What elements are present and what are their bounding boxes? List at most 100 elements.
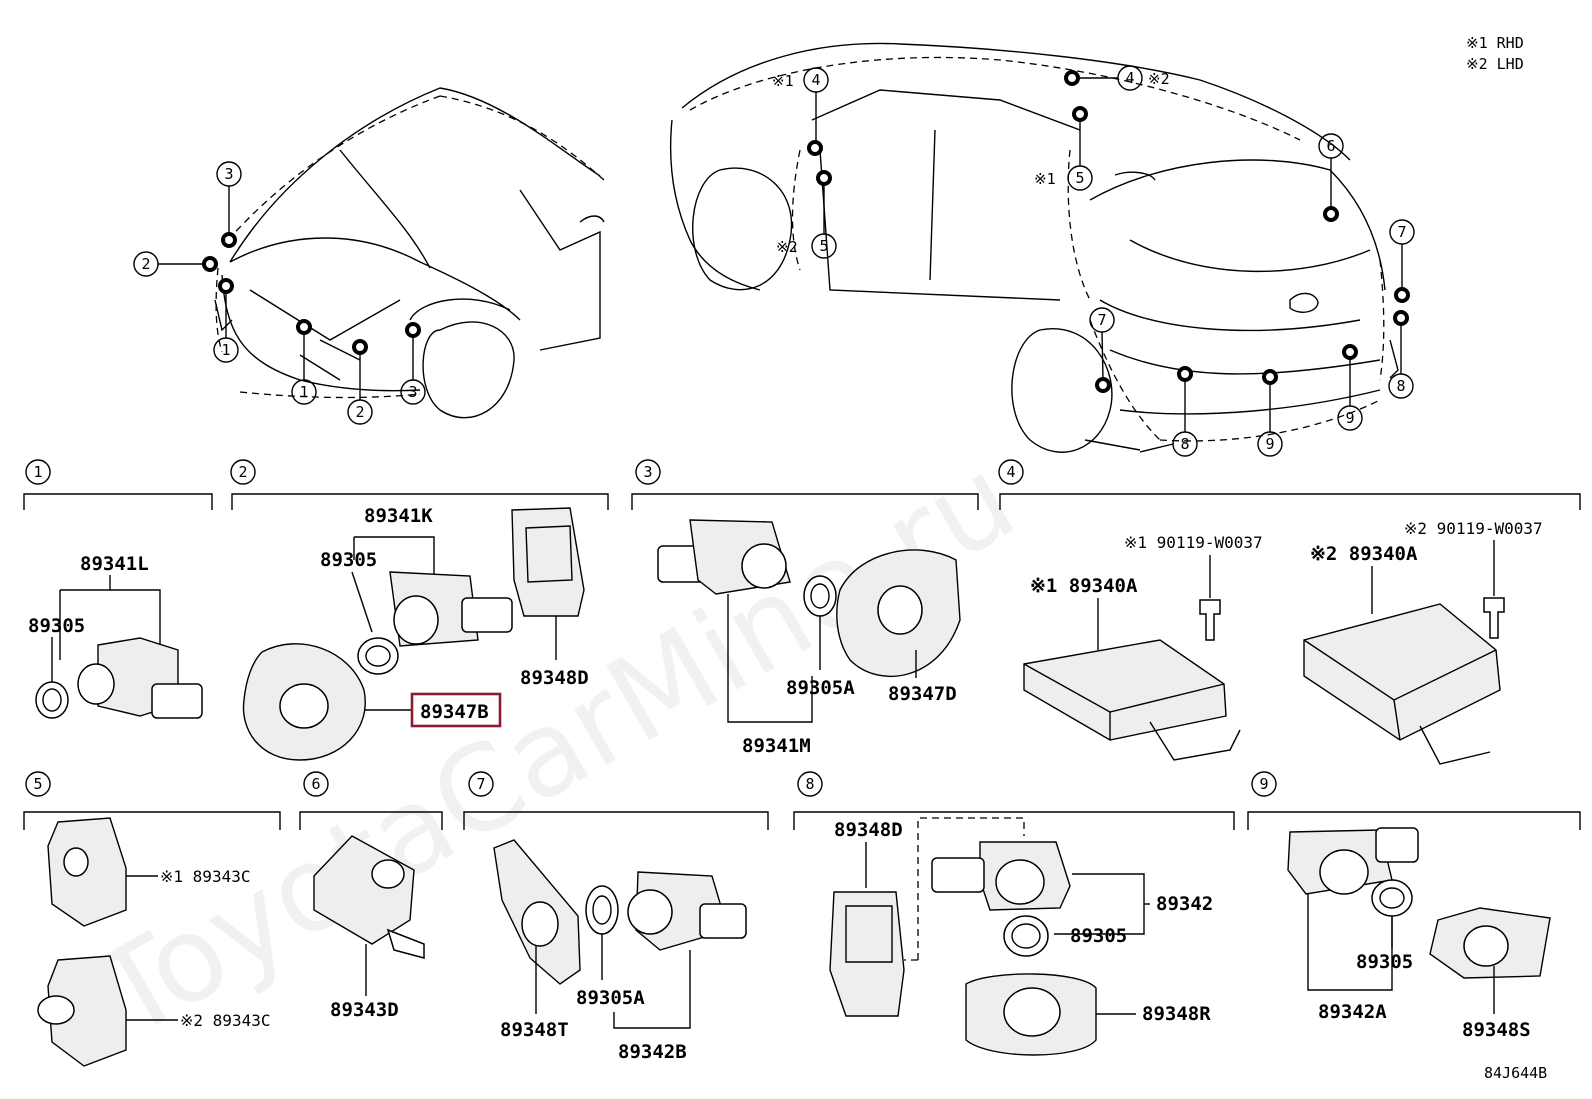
part-number[interactable]: 89305A <box>786 677 855 699</box>
part-number[interactable]: 89348S <box>1462 1019 1531 1041</box>
callout-number: 6 <box>1326 137 1335 155</box>
callout-circle <box>1257 431 1283 457</box>
callout-number: 7 <box>1397 223 1406 241</box>
rear-car-illustration <box>669 42 1399 453</box>
group-9: 9 89305 89342A 89348S <box>1247 771 1581 1041</box>
callout-circle <box>400 379 426 405</box>
part-number[interactable]: 89305 <box>28 615 85 637</box>
callout-number: 8 <box>1396 377 1405 395</box>
bolt <box>1483 597 1505 639</box>
sensor-point <box>807 140 823 156</box>
group-2: 2 89341K 89305 89348D 89347B <box>230 459 609 761</box>
part-number[interactable]: 89348D <box>520 667 589 689</box>
sensor-point <box>221 232 237 248</box>
group-3: 3 89305A 89347D 89341M <box>631 459 979 757</box>
lhd-mark: ※2 <box>776 238 798 256</box>
sensor-body <box>47 817 127 927</box>
group-number: 9 <box>1259 775 1268 793</box>
selected-part-highlight[interactable] <box>410 692 502 728</box>
part-number[interactable]: 89342 <box>1156 893 1213 915</box>
retainer-ring <box>1003 915 1049 957</box>
diagram-code: 84J644B <box>1484 1064 1547 1082</box>
callout-number: 5 <box>1075 169 1084 187</box>
part-number[interactable]: ※1 89343C <box>160 867 250 886</box>
group-number: 8 <box>805 775 814 793</box>
part-number[interactable]: ※2 89340A <box>1310 543 1418 565</box>
part-number[interactable]: 89342A <box>1318 1001 1387 1023</box>
callout-number: 7 <box>1097 311 1106 329</box>
part-number[interactable]: 89343D <box>330 999 399 1021</box>
part-number[interactable]: 89348T <box>500 1019 569 1041</box>
group-number: 4 <box>1006 463 1015 481</box>
group-number: 2 <box>238 463 247 481</box>
callout-number: 2 <box>355 403 364 421</box>
sensor-point <box>1342 344 1358 360</box>
group-number: 6 <box>311 775 320 793</box>
bolt <box>1199 599 1221 641</box>
group-6: 6 89343D <box>299 771 443 1021</box>
part-number[interactable]: 89347D <box>888 683 957 705</box>
lhd-mark: ※2 <box>1148 70 1170 88</box>
callout-number: 4 <box>811 71 820 89</box>
group-5: 5 ※1 89343C ※2 89343C <box>23 771 281 1067</box>
retainer-ring <box>357 637 399 675</box>
callout-number: 9 <box>1345 409 1354 427</box>
group-number: 5 <box>33 775 42 793</box>
sensor-point <box>1072 106 1088 122</box>
callout-circle <box>1117 65 1143 91</box>
sensor-point <box>405 322 421 338</box>
callout-number: 1 <box>221 341 230 359</box>
callout-circle <box>213 337 239 363</box>
group-number-circle <box>468 771 494 797</box>
note-rhd: ※1 RHD <box>1466 34 1524 52</box>
sensor-point <box>1064 70 1080 86</box>
bracket <box>829 891 905 1017</box>
group-number-circle <box>230 459 256 485</box>
callout-circle <box>811 233 837 259</box>
callout-circle <box>291 379 317 405</box>
part-number[interactable]: 89305 <box>1070 925 1127 947</box>
group-7: 7 89348T 89305A 89342B <box>463 771 769 1063</box>
part-number[interactable]: 89341L <box>80 553 149 575</box>
front-callouts: 3 2 1 1 2 3 <box>133 161 426 425</box>
group-1: 1 89341L 89305 <box>23 459 213 719</box>
part-number[interactable]: 89305 <box>320 549 377 571</box>
callout-number: 4 <box>1125 69 1134 87</box>
group-number-circle <box>303 771 329 797</box>
callout-circle <box>1388 373 1414 399</box>
callout-number: 3 <box>224 165 233 183</box>
group-number-circle <box>25 771 51 797</box>
group-number-circle <box>635 459 661 485</box>
part-number[interactable]: 89305 <box>1356 951 1413 973</box>
group-number-circle <box>998 459 1024 485</box>
callout-number: 5 <box>819 237 828 255</box>
part-number[interactable]: ※1 89340A <box>1030 575 1138 597</box>
part-number[interactable]: 89348D <box>834 819 903 841</box>
part-number[interactable]: 89348R <box>1142 1003 1211 1025</box>
callout-circle <box>1067 165 1093 191</box>
callout-number: 9 <box>1265 435 1274 453</box>
part-number-selected[interactable]: 89347B <box>420 701 489 723</box>
part-number[interactable]: 89341K <box>364 505 433 527</box>
part-number[interactable]: 89341M <box>742 735 811 757</box>
part-number[interactable]: 89342B <box>618 1041 687 1063</box>
group-8: 8 89348D 89342 89305 89348R <box>793 771 1235 1056</box>
part-number[interactable]: ※1 90119-W0037 <box>1124 533 1263 552</box>
ecu-box <box>1023 639 1227 741</box>
retainer-ring <box>1371 879 1413 917</box>
sensor-point <box>1095 377 1111 393</box>
callout-circle <box>1337 405 1363 431</box>
part-number[interactable]: ※2 90119-W0037 <box>1404 519 1543 538</box>
part-number[interactable]: ※2 89343C <box>180 1011 270 1030</box>
sensor-point <box>816 170 832 186</box>
group-number-circle <box>25 459 51 485</box>
group-number: 1 <box>33 463 42 481</box>
retainer-ring <box>35 681 69 719</box>
sensor-body <box>47 955 127 1067</box>
group-number-circle <box>797 771 823 797</box>
sensor-point <box>1393 310 1409 326</box>
part-number[interactable]: 89305A <box>576 987 645 1009</box>
callout-number: 1 <box>299 383 308 401</box>
sensor-point <box>1323 206 1339 222</box>
callout-circle <box>347 399 373 425</box>
